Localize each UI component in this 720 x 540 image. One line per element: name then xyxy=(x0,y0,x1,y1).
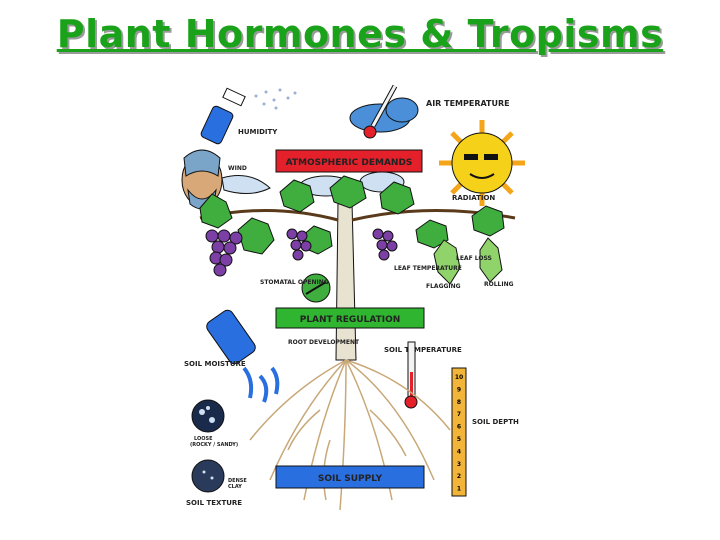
soil-depth-scale: 10 9 8 7 6 5 4 3 2 1 xyxy=(455,374,463,493)
depth-tick-label: 7 xyxy=(457,411,461,418)
loose-sub-label: (ROCKY / SANDY) xyxy=(190,442,238,448)
loose-label: LOOSE xyxy=(194,436,213,442)
humidity-label: HUMIDITY xyxy=(238,128,278,136)
soil-moisture-label: SOIL MOISTURE xyxy=(184,360,246,368)
wind-face-icon xyxy=(181,149,271,210)
soil-depth-ruler xyxy=(451,367,467,497)
slide-title: Plant Hormones & Tropisms xyxy=(56,12,664,56)
depth-tick-label: 6 xyxy=(457,424,461,431)
loose-soil-sample xyxy=(191,399,225,433)
soil-depth-label: SOIL DEPTH xyxy=(472,418,519,426)
leaf-temperature-label: LEAF TEMPERATURE xyxy=(394,265,462,272)
soil-supply-box xyxy=(275,465,425,489)
sun-icon xyxy=(439,120,525,206)
depth-tick-label: 2 xyxy=(457,473,461,480)
cloud-thermometer-icon xyxy=(349,84,419,139)
depth-tick-label: 10 xyxy=(455,374,463,381)
dense-sub-label: CLAY xyxy=(228,484,242,490)
flagging-label: FLAGGING xyxy=(426,283,461,290)
soil-supply-label: SOIL SUPPLY xyxy=(318,474,383,484)
root-development-label: ROOT DEVELOPMENT xyxy=(288,339,360,346)
plant-environment-diagram: HUMIDITY WIND AIR TEMPERATURE ATMOSPHERI… xyxy=(181,84,525,511)
soil-temperature-label: SOIL TEMPERATURE xyxy=(384,346,462,354)
plant-regulation-label: PLANT REGULATION xyxy=(300,315,401,325)
atmospheric-demands-label: ATMOSPHERIC DEMANDS xyxy=(286,158,413,168)
spray-bottle-icon xyxy=(200,87,297,145)
dense-label: DENSE xyxy=(228,478,247,484)
depth-tick-label: 4 xyxy=(457,448,461,455)
soil-thermometer-icon xyxy=(404,341,418,409)
atmospheric-demands-box xyxy=(275,149,423,173)
soil-texture-label: SOIL TEXTURE xyxy=(186,499,242,507)
dense-soil-sample xyxy=(191,459,225,493)
depth-tick-label: 3 xyxy=(457,461,461,468)
vine-leaves xyxy=(199,175,505,285)
wind-label: WIND xyxy=(228,165,247,172)
stomata-icon xyxy=(301,273,331,303)
watering-jug-icon xyxy=(206,309,280,403)
depth-tick-label: 1 xyxy=(457,486,461,493)
air-temperature-label: AIR TEMPERATURE xyxy=(426,99,510,108)
plant-regulation-box xyxy=(275,307,425,329)
stomata-opening-label: STOMATAL OPENING xyxy=(260,279,329,286)
depth-tick-label: 9 xyxy=(457,386,461,393)
depth-tick-label: 8 xyxy=(457,399,461,406)
rolling-label: ROLLING xyxy=(484,281,514,288)
depth-tick-label: 5 xyxy=(457,436,461,443)
grape-clusters xyxy=(205,228,398,277)
leaf-loss-label: LEAF LOSS xyxy=(456,255,492,262)
radiation-label: RADIATION xyxy=(452,194,495,202)
